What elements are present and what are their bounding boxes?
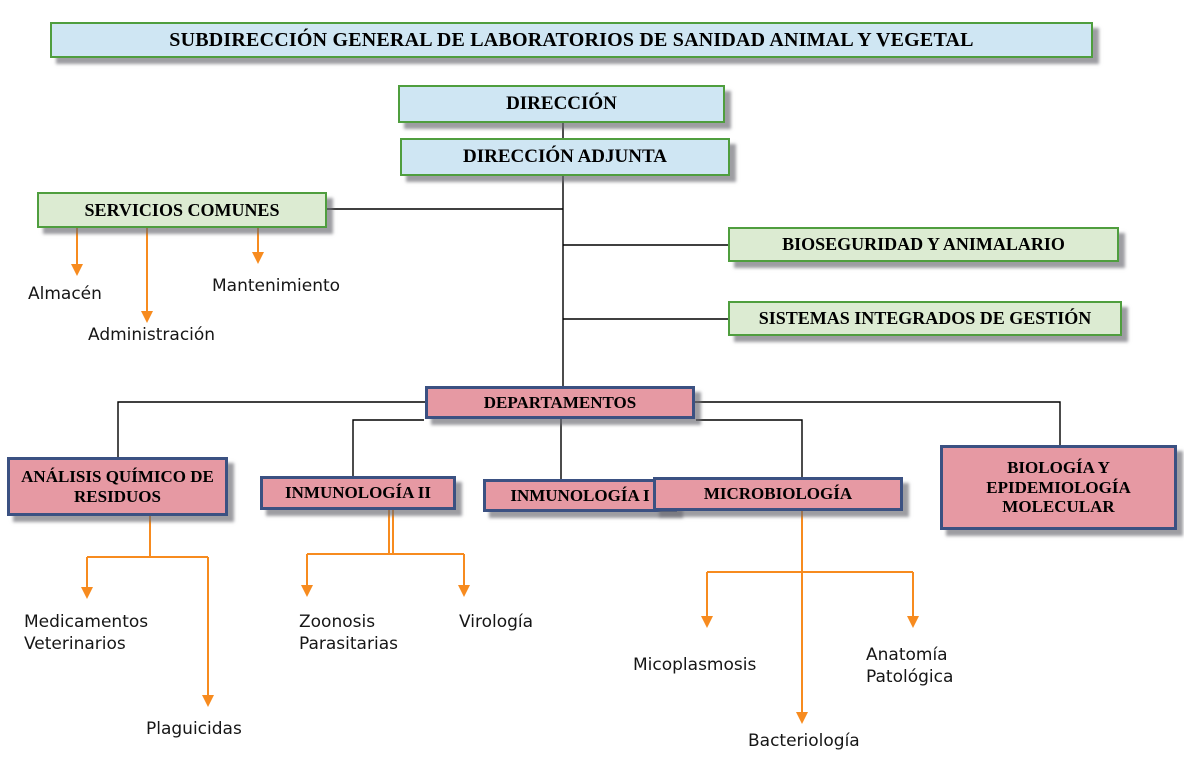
sistemas-label: SISTEMAS INTEGRADOS DE GESTIÓN	[758, 308, 1092, 329]
direccion-label: DIRECCIÓN	[506, 93, 617, 115]
node-sistemas-integrados: SISTEMAS INTEGRADOS DE GESTIÓN	[728, 301, 1122, 336]
leaf-zoonosis-parasitarias: Zoonosis Parasitarias	[299, 612, 398, 655]
node-direccion-adjunta: DIRECCIÓN ADJUNTA	[400, 138, 730, 176]
leaf-virologia: Virología	[459, 612, 534, 632]
microbiologia-label: MICROBIOLOGÍA	[703, 484, 853, 504]
leaf-administracion: Administración	[88, 325, 216, 345]
title-label: SUBDIRECCIÓN GENERAL DE LABORATORIOS DE …	[169, 28, 974, 51]
node-biologia-epidemiologia: BIOLOGÍA Y EPIDEMIOLOGÍA MOLECULAR	[940, 445, 1177, 530]
leaf-plaguicidas: Plaguicidas	[146, 719, 242, 739]
connectors-black	[117, 123, 1061, 479]
servicios-comunes-label: SERVICIOS COMUNES	[84, 199, 280, 220]
arrowheads	[71, 252, 919, 724]
node-inmunologia-2: INMUNOLOGÍA II	[260, 476, 456, 510]
node-departamentos: DEPARTAMENTOS	[425, 386, 695, 419]
inmunologia-2-label: INMUNOLOGÍA II	[285, 483, 431, 503]
direccion-adjunta-label: DIRECCIÓN ADJUNTA	[463, 146, 667, 168]
leaf-bacteriologia: Bacteriología	[748, 731, 860, 751]
node-inmunologia-1: INMUNOLOGÍA I	[483, 479, 677, 512]
departamentos-label: DEPARTAMENTOS	[483, 392, 637, 412]
biologia-label: BIOLOGÍA Y EPIDEMIOLOGÍA MOLECULAR	[986, 458, 1131, 517]
connectors-orange	[76, 228, 914, 713]
leaf-micoplasmosis: Micoplasmosis	[633, 655, 757, 675]
analisis-quimico-label: ANÁLISIS QUÍMICO DE RESIDUOS	[21, 466, 214, 506]
node-analisis-quimico: ANÁLISIS QUÍMICO DE RESIDUOS	[7, 457, 228, 516]
node-title: SUBDIRECCIÓN GENERAL DE LABORATORIOS DE …	[50, 22, 1093, 58]
leaf-anatomia-patologica: Anatomía Patológica	[866, 645, 954, 688]
node-bioseguridad-animalario: BIOSEGURIDAD Y ANIMALARIO	[728, 227, 1119, 262]
leaf-mantenimiento: Mantenimiento	[212, 276, 341, 296]
node-servicios-comunes: SERVICIOS COMUNES	[37, 192, 327, 228]
node-direccion: DIRECCIÓN	[398, 85, 725, 123]
inmunologia-1-label: INMUNOLOGÍA I	[510, 485, 650, 505]
leaf-medicamentos-veterinarios: Medicamentos Veterinarios	[24, 612, 149, 655]
leaf-almacen: Almacén	[28, 284, 102, 304]
bioseguridad-label: BIOSEGURIDAD Y ANIMALARIO	[782, 234, 1065, 255]
node-microbiologia: MICROBIOLOGÍA	[653, 477, 903, 511]
